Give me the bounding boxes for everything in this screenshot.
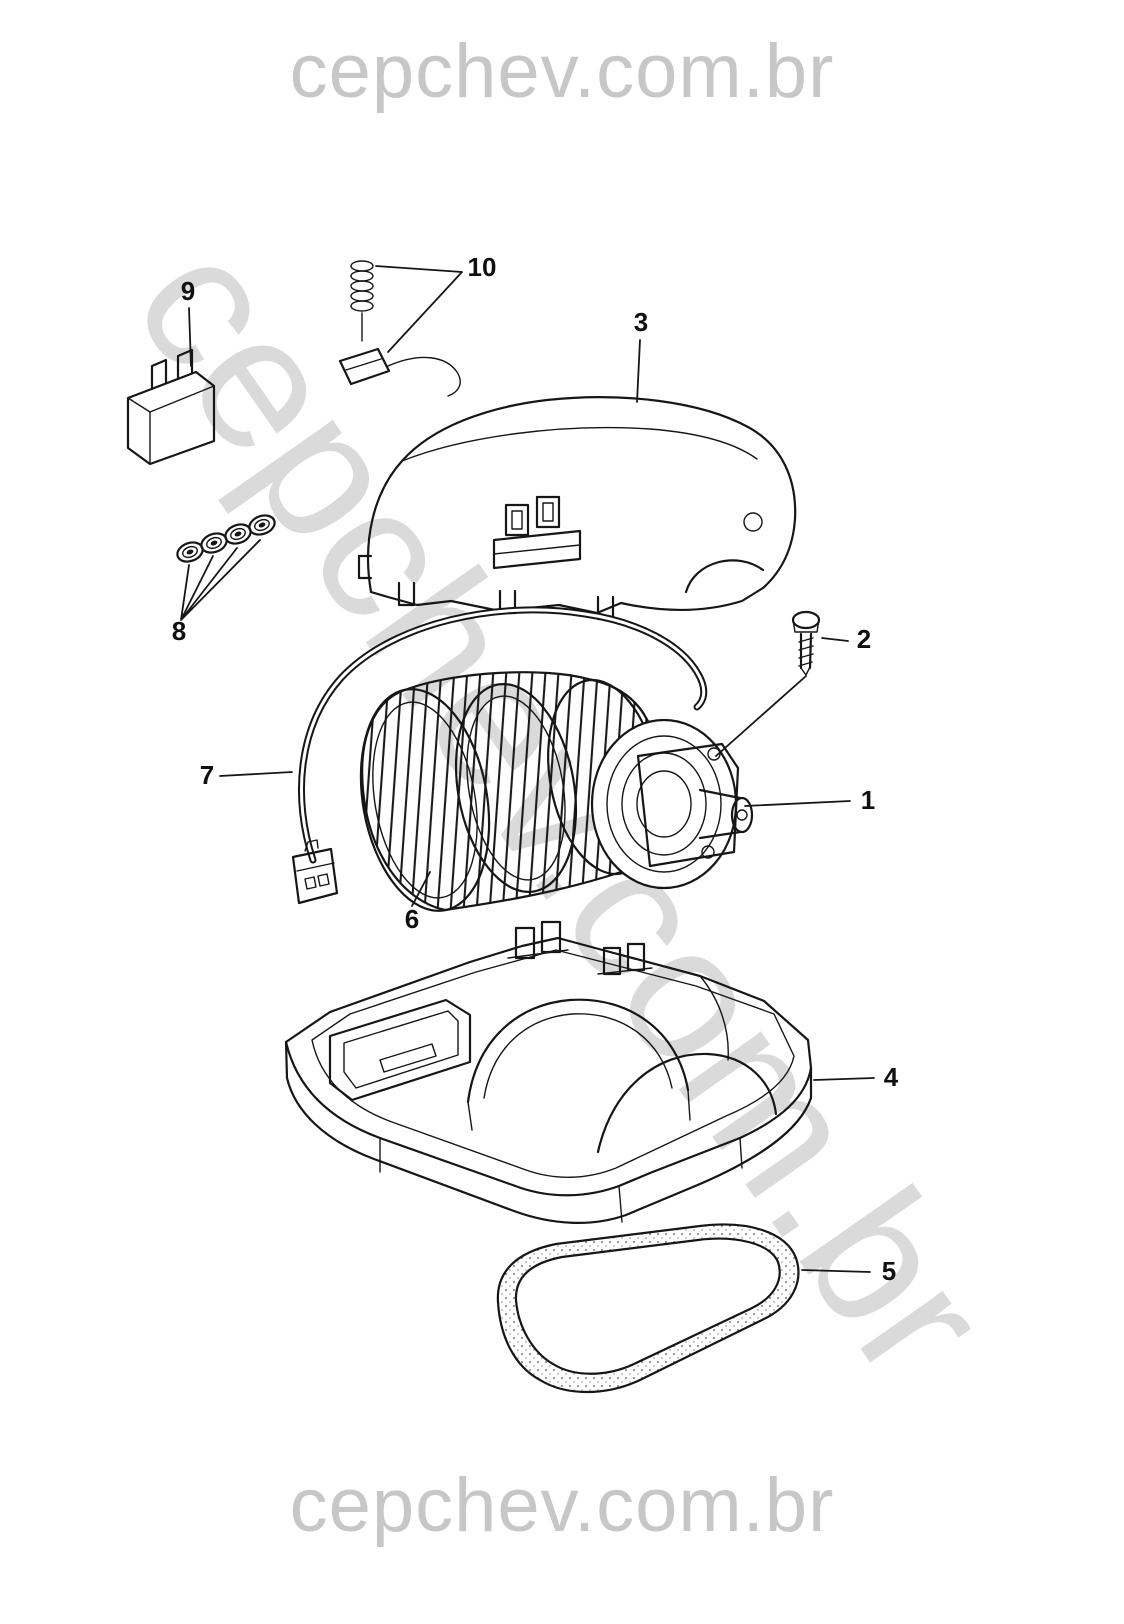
part-4-lower-housing — [284, 920, 813, 1224]
part-label-8: 8 — [172, 616, 186, 646]
part-number-labels: 1 2 3 4 5 6 7 8 9 10 — [172, 252, 899, 1286]
part-label-6: 6 — [405, 904, 419, 934]
part-1-motor — [590, 718, 754, 890]
part-9-clip — [126, 348, 216, 466]
part-label-10: 10 — [468, 252, 497, 282]
part-6-blower-wheel — [359, 671, 661, 912]
leader-lines — [180, 265, 875, 1273]
part-5-gasket — [496, 1223, 800, 1394]
part-label-3: 3 — [634, 307, 648, 337]
part-label-4: 4 — [884, 1062, 899, 1092]
part-label-7: 7 — [200, 760, 214, 790]
part-8-grommets — [176, 514, 276, 563]
part-7-wiring-harness — [291, 606, 708, 905]
part-label-2: 2 — [857, 624, 871, 654]
watermark-top: cepchev.com.br — [289, 29, 835, 114]
part-2-screw — [791, 610, 821, 676]
part-label-9: 9 — [181, 276, 195, 306]
part-10-spring-connector — [338, 260, 461, 397]
part-3-upper-cover — [357, 396, 797, 621]
watermark-bottom: cepchev.com.br — [289, 1463, 835, 1548]
part-label-1: 1 — [861, 785, 875, 815]
part-label-5: 5 — [882, 1256, 896, 1286]
